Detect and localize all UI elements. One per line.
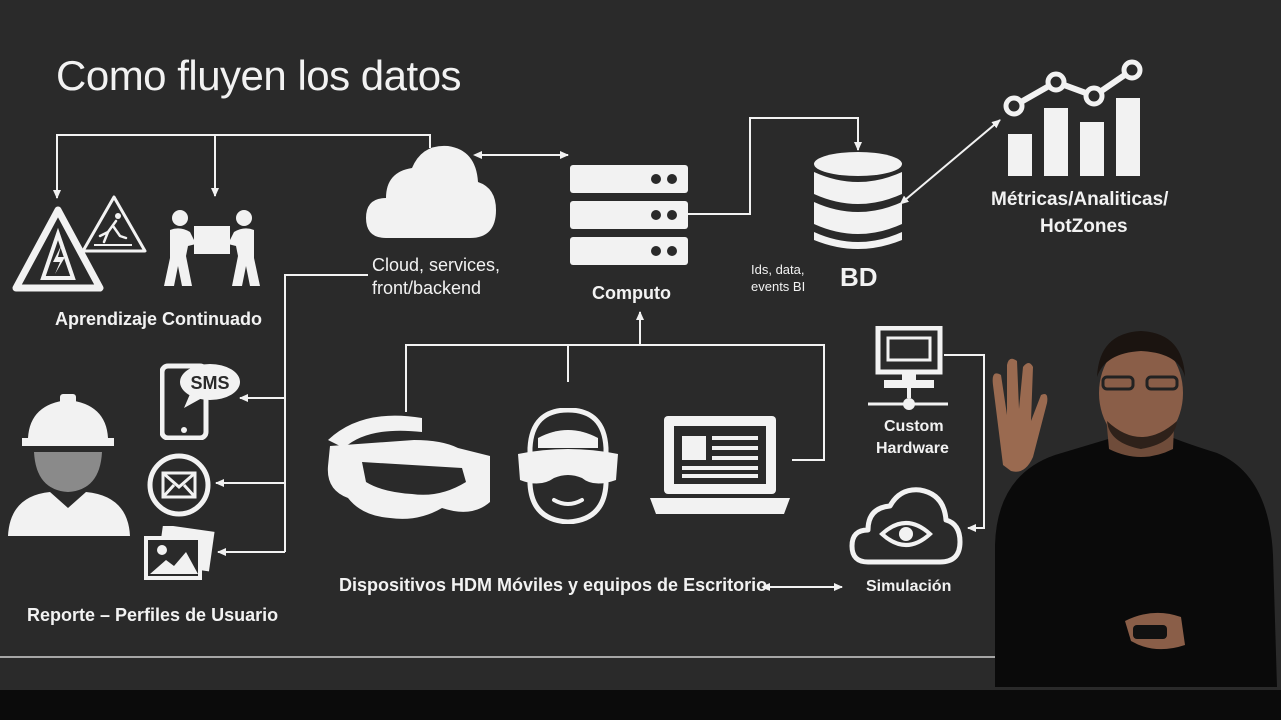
bottom-bar xyxy=(0,690,1281,720)
custom-label-line1: Custom xyxy=(884,418,944,435)
presenter-figure xyxy=(992,331,1277,687)
cloud-icon xyxy=(366,145,496,238)
simulacion-label: Simulación xyxy=(866,578,952,595)
reporte-label: Reporte – Perfiles de Usuario xyxy=(27,605,279,625)
devices-to-computo-line xyxy=(405,344,825,461)
custom-hardware-icon xyxy=(868,326,948,410)
dispositivos-label: Dispositivos HDM Móviles y equipos de Es… xyxy=(339,575,768,595)
computo-to-bd-line xyxy=(688,117,862,215)
metricas-label-line1: Métricas/Analiticas/ xyxy=(991,189,1169,210)
cloud-eye-icon xyxy=(849,487,963,565)
ids-label-line1: Ids, data, xyxy=(751,262,805,277)
cloud-label-line2: front/backend xyxy=(372,278,482,298)
analytics-chart-icon xyxy=(1003,59,1143,176)
aprendizaje-label: Aprendizaje Continuado xyxy=(55,309,262,329)
sms-text: SMS xyxy=(190,373,229,393)
slide-title: Como fluyen los datos xyxy=(56,52,462,99)
cloud-label-line1: Cloud, services, xyxy=(372,255,501,275)
cloud-to-learning-line xyxy=(53,134,431,199)
hardware-to-simulation-line xyxy=(944,354,985,532)
computo-label: Computo xyxy=(592,283,671,303)
report-branch-line xyxy=(284,274,368,552)
slippery-floor-icon xyxy=(81,195,147,253)
electric-hazard-icon xyxy=(12,206,104,292)
server-stack-icon xyxy=(570,165,688,265)
person-ar-glasses-icon xyxy=(518,408,618,524)
custom-label-line2: Hardware xyxy=(876,440,949,457)
vr-headset-icon xyxy=(327,415,490,519)
bd-metrics-link xyxy=(899,119,1001,205)
sms-phone-icon: SMS xyxy=(160,363,240,440)
photos-icon xyxy=(144,526,215,580)
laptop-icon xyxy=(650,416,790,514)
email-icon xyxy=(147,453,211,517)
metricas-label-line2: HotZones xyxy=(1040,216,1128,237)
ids-label-line2: events BI xyxy=(751,279,806,294)
workers-carrying-box-icon xyxy=(164,210,260,286)
bd-label: BD xyxy=(840,262,878,292)
database-icon xyxy=(814,152,902,249)
worker-helmet-icon xyxy=(8,394,130,536)
